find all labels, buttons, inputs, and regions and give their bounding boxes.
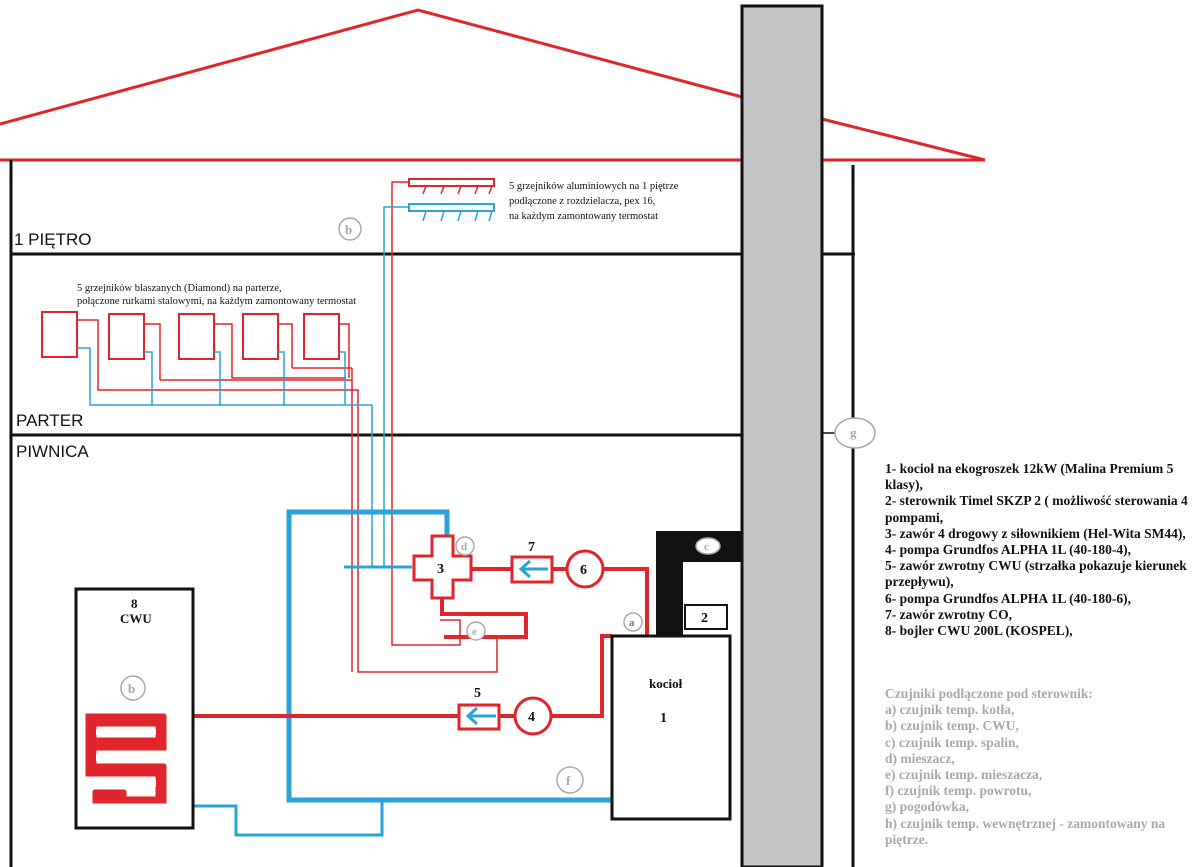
heating-return-pipes xyxy=(77,206,409,568)
pump-co: 6 xyxy=(565,549,605,589)
boiler-label: kocioł xyxy=(649,676,683,691)
sensor-markers: b b a c d e f g xyxy=(120,217,876,794)
sensor-g: g xyxy=(822,417,876,449)
sensor-legend-item: b) czujnik temp. CWU, xyxy=(885,718,1019,734)
radiator xyxy=(41,311,78,358)
controller-number: 2 xyxy=(701,611,708,626)
legend-item: 3- zawór 4 drogowy z siłownikiem (Hel-Wi… xyxy=(885,525,1186,541)
boiler-body xyxy=(610,634,732,821)
check-valve-cwu-arrow-icon xyxy=(465,706,478,726)
svg-text:c: c xyxy=(704,541,709,553)
floor-label-ground: PARTER xyxy=(16,411,83,430)
house-structure xyxy=(9,160,855,867)
roof-right-slope xyxy=(821,117,986,162)
svg-text:e: e xyxy=(472,626,477,638)
pump-cwu-circle xyxy=(513,696,553,736)
sensor-legend-item: c) czujnik temp. spalin, xyxy=(885,734,1019,750)
main-return-loop xyxy=(286,509,612,803)
ground-note-line-1: 5 grzejników blaszanych (Diamond) na par… xyxy=(77,283,282,294)
sensor-legend-item: g) pogodówka, xyxy=(885,799,970,815)
flue-pipe xyxy=(656,531,742,640)
sensor-legend-item: f) czujnik temp. powrotu, xyxy=(885,783,1032,799)
upper-return-manifold xyxy=(408,203,495,212)
sensor-legend: Czujniki podłączone pod sterownik: a) cz… xyxy=(885,686,1195,848)
upper-note-line-1: 5 grzejników aluminiowych na 1 piętrze xyxy=(509,181,679,192)
legend-item: 4- pompa Grundfos ALPHA 1L (40-180-4), xyxy=(885,542,1132,558)
ground-radiators-note: 5 grzejników blaszanych (Diamond) na par… xyxy=(77,283,356,307)
svg-text:g: g xyxy=(850,425,857,440)
check-valve-co-number: 7 xyxy=(528,540,535,555)
svg-text:b: b xyxy=(128,681,135,696)
roof xyxy=(0,8,986,162)
pump-cwu-number: 4 xyxy=(528,710,535,725)
four-way-valve: 3 xyxy=(412,534,473,600)
check-valve-co-arrow-icon xyxy=(518,559,531,579)
pump-co-number: 6 xyxy=(580,563,587,578)
legend-item: 5- zawór zwrotny CWU (strzałka pokazuje … xyxy=(885,558,1187,590)
cwu-tank-body xyxy=(74,587,195,830)
sensor-b-upper: b xyxy=(338,217,362,241)
ground-floor-radiators: 5 grzejników blaszanych (Diamond) na par… xyxy=(41,283,356,360)
svg-text:a: a xyxy=(629,617,635,629)
cwu-tank-label: CWU xyxy=(120,611,152,626)
component-legend: 1- kocioł na ekogroszek 12kW (Malina Pre… xyxy=(885,461,1195,639)
controller-box xyxy=(684,604,728,630)
upper-note-line-2: podłączone z rozdzielacza, pex 16, xyxy=(509,196,655,207)
sensor-legend-item: d) mieszacz, xyxy=(885,750,955,766)
radiator xyxy=(108,313,145,360)
tank-coil xyxy=(85,713,167,727)
check-valve-co: 7 xyxy=(510,540,554,584)
radiator xyxy=(303,313,340,360)
legend-item: 8- bojler CWU 200L (KOSPEL), xyxy=(885,623,1073,639)
boiler: kocioł 1 xyxy=(610,634,732,821)
heating-supply-pipes xyxy=(77,181,498,673)
sensor-a: a xyxy=(623,612,643,632)
check-valve-cwu-number: 5 xyxy=(474,686,481,701)
sensor-legend-title: Czujniki podłączone pod sterownik: xyxy=(885,686,1093,701)
upper-supply-manifold xyxy=(408,178,495,187)
sensor-legend-item: e) czujnik temp. mieszacza, xyxy=(885,767,1043,783)
controller: 2 xyxy=(684,604,728,630)
legend-item: 1- kocioł na ekogroszek 12kW (Malina Pre… xyxy=(885,461,1174,493)
svg-text:d: d xyxy=(461,541,467,553)
check-valve-cwu: 5 xyxy=(457,686,501,731)
sensor-f: f xyxy=(556,766,584,794)
upper-note-line-3: na każdym zamontowany termostat xyxy=(509,211,658,222)
svg-text:f: f xyxy=(566,773,571,788)
svg-text:b: b xyxy=(345,222,352,237)
legend-item: 2- sterownik Timel SKZP 2 ( możliwość st… xyxy=(885,493,1188,525)
legend-item: 6- pompa Grundfos ALPHA 1L (40-180-6), xyxy=(885,590,1132,606)
cwu-tank: 8 CWU xyxy=(74,587,195,830)
boiler-number: 1 xyxy=(660,711,667,726)
sensor-legend-item: a) czujnik temp. kotła, xyxy=(885,702,1015,718)
sensor-e: e xyxy=(466,621,486,641)
chimney xyxy=(740,4,824,867)
cwu-return-pipe xyxy=(165,800,384,837)
pump-co-circle xyxy=(565,549,605,589)
cwu-tank-number: 8 xyxy=(131,596,138,611)
sensor-c: c xyxy=(695,537,721,555)
radiator xyxy=(178,313,215,360)
legend-item: 7- zawór zwrotny CO, xyxy=(885,606,1012,622)
sensor-b-tank: b xyxy=(120,675,146,701)
upper-radiators-note: 5 grzejników aluminiowych na 1 piętrze p… xyxy=(509,181,681,222)
sensor-d: d xyxy=(455,536,475,556)
floor-label-basement: PIWNICA xyxy=(16,442,89,461)
pump-cwu: 4 xyxy=(513,696,553,736)
valve-number: 3 xyxy=(437,562,444,577)
floor-label-first: 1 PIĘTRO xyxy=(14,230,91,249)
roof-outline xyxy=(0,8,743,126)
flue-connector xyxy=(656,531,742,640)
ground-note-line-2: połączone rurkami stalowymi, na każdym z… xyxy=(77,296,356,307)
upper-floor-manifold: 5 grzejników aluminiowych na 1 piętrze p… xyxy=(408,178,681,222)
sensor-legend-item: h) czujnik temp. wewnętrznej - zamontowa… xyxy=(885,815,1166,847)
radiator xyxy=(242,313,279,360)
valve-cross xyxy=(412,534,473,600)
